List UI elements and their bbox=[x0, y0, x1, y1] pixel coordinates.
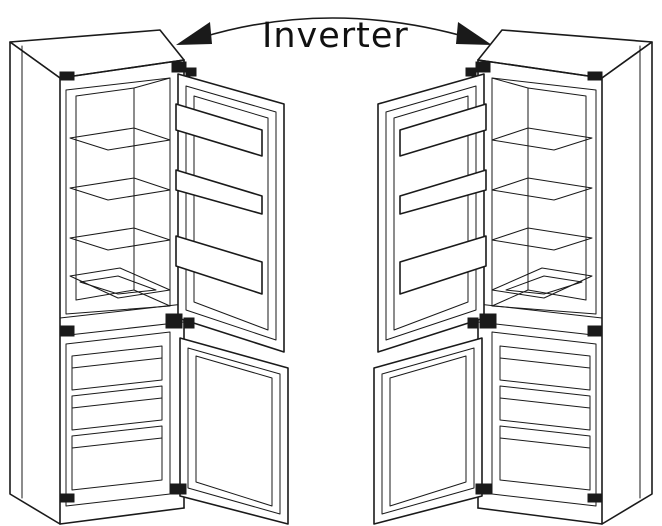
freezer-compartment bbox=[491, 331, 597, 507]
hinge-set bbox=[465, 61, 603, 503]
upper-door bbox=[175, 73, 285, 353]
hinge-set bbox=[59, 61, 197, 503]
fridge-left-hinged bbox=[373, 29, 653, 525]
lower-door bbox=[179, 337, 289, 525]
cabinet-body bbox=[9, 29, 185, 525]
arrow-head-right bbox=[456, 22, 492, 45]
fridge-compartment bbox=[65, 77, 171, 315]
diagram-label: Inverter bbox=[262, 16, 409, 56]
freezer-compartment bbox=[65, 331, 171, 507]
cabinet-body bbox=[477, 29, 653, 525]
lower-door bbox=[373, 337, 483, 525]
upper-door bbox=[377, 73, 487, 353]
arrow-head-left bbox=[176, 22, 212, 45]
compartment-divider bbox=[59, 303, 185, 337]
compartment-divider bbox=[477, 303, 603, 337]
fridge-right-hinged bbox=[9, 29, 289, 525]
fridge-compartment bbox=[491, 77, 597, 315]
reversal-arrow bbox=[176, 17, 492, 45]
